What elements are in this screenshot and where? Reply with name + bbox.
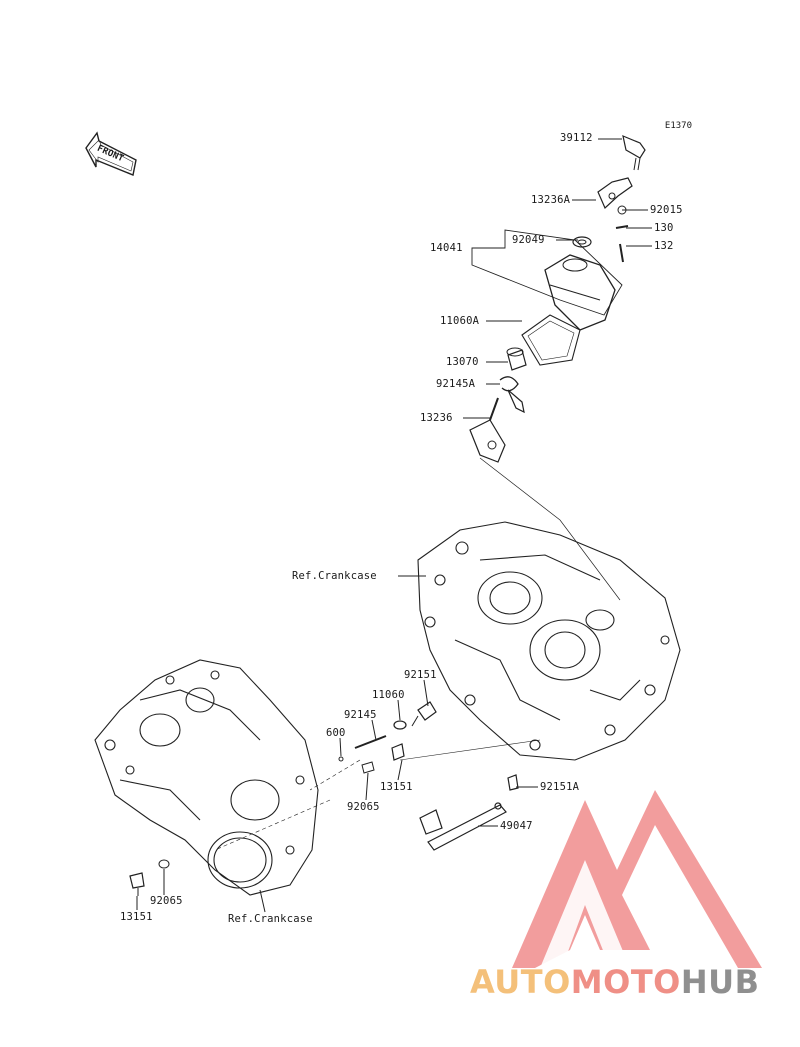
watermark-hub: HUB (680, 963, 760, 1001)
cover-14041 (544, 254, 616, 331)
neutral-switch-39112 (622, 135, 646, 171)
label-92015: 92015 (650, 204, 683, 216)
label-49047: 49047 (500, 820, 533, 832)
fittings-middle (338, 701, 519, 791)
label-ref-crankcase-top: Ref.Crankcase (292, 570, 377, 582)
label-14041: 14041 (430, 242, 463, 254)
label-130: 130 (654, 222, 674, 234)
label-132: 132 (654, 240, 674, 252)
label-92145A: 92145A (436, 378, 476, 390)
label-92145: 92145 (344, 709, 377, 721)
label-13151-mid: 13151 (380, 781, 413, 793)
label-92049: 92049 (512, 234, 545, 246)
label-39112: 39112 (560, 132, 593, 144)
label-11060A: 11060A (440, 315, 480, 327)
label-92065-mid: 92065 (347, 801, 380, 813)
watermark-text: AUTOMOTOHUB (470, 966, 760, 998)
lever-13236A (597, 177, 633, 210)
label-92151: 92151 (404, 669, 437, 681)
label-92151A: 92151A (540, 781, 580, 793)
crankcase-upper (417, 521, 681, 761)
front-arrow-icon (85, 131, 137, 176)
label-13236A: 13236A (531, 194, 571, 206)
label-13236: 13236 (420, 412, 453, 424)
watermark-auto: AUTO (470, 963, 571, 1001)
shaft-13236 (469, 397, 506, 463)
watermark-logo-icon (512, 790, 762, 968)
label-11060: 11060 (372, 689, 405, 701)
label-13151-low: 13151 (120, 911, 153, 923)
watermark-moto: MOTO (570, 963, 681, 1001)
label-13070: 13070 (446, 356, 479, 368)
shift-shaft-49047 (419, 802, 507, 851)
label-ref-crankcase-bottom: Ref.Crankcase (228, 913, 313, 925)
label-600: 600 (326, 727, 346, 739)
diagram-code: E1370 (664, 121, 692, 131)
label-92065-low: 92065 (150, 895, 183, 907)
crankcase-lower (94, 659, 319, 896)
